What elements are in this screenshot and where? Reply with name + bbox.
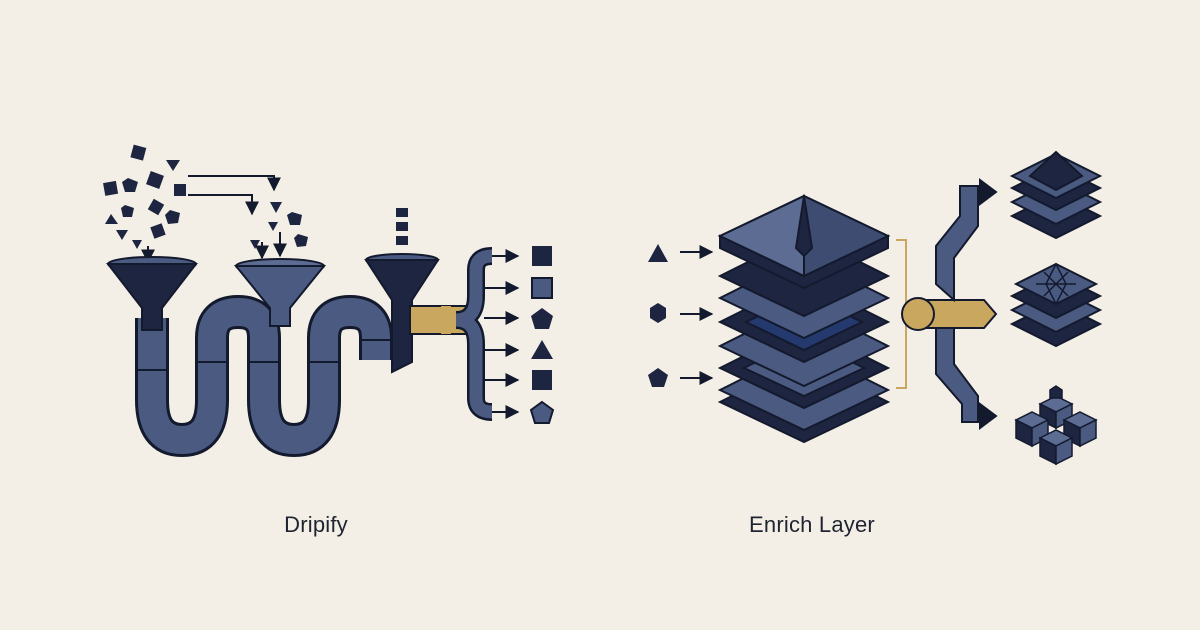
- connector-arrow: [188, 175, 281, 192]
- enriched-layer-icon: [1009, 150, 1103, 240]
- layer-stack-icon: [717, 194, 891, 444]
- scattered-shapes-icon: [103, 144, 186, 249]
- pipeline-tube: [135, 294, 393, 458]
- enriched-layer-icon: [1009, 262, 1103, 348]
- funnel-icon: [105, 256, 199, 331]
- triangle-hexagon-pentagon-icon: [648, 244, 668, 387]
- funnel-icon: [364, 208, 440, 374]
- enrich-connector: [896, 239, 998, 389]
- enriched-layer-icon: [1014, 385, 1098, 466]
- sorted-shapes-icon: [529, 246, 555, 424]
- scattered-shapes-icon: [250, 202, 308, 249]
- enrich-layer-illustration: [648, 150, 1103, 466]
- splitter-branches: [935, 178, 998, 430]
- splitter-branches: [441, 247, 493, 421]
- funnel-icon: [233, 258, 327, 327]
- caption-dripify: Dripify: [284, 512, 348, 537]
- dripify-illustration: [103, 144, 555, 458]
- connector-arrow: [188, 194, 259, 216]
- caption-enrich-layer: Enrich Layer: [749, 512, 875, 537]
- input-arrows: [680, 245, 714, 385]
- output-arrows: [484, 249, 520, 419]
